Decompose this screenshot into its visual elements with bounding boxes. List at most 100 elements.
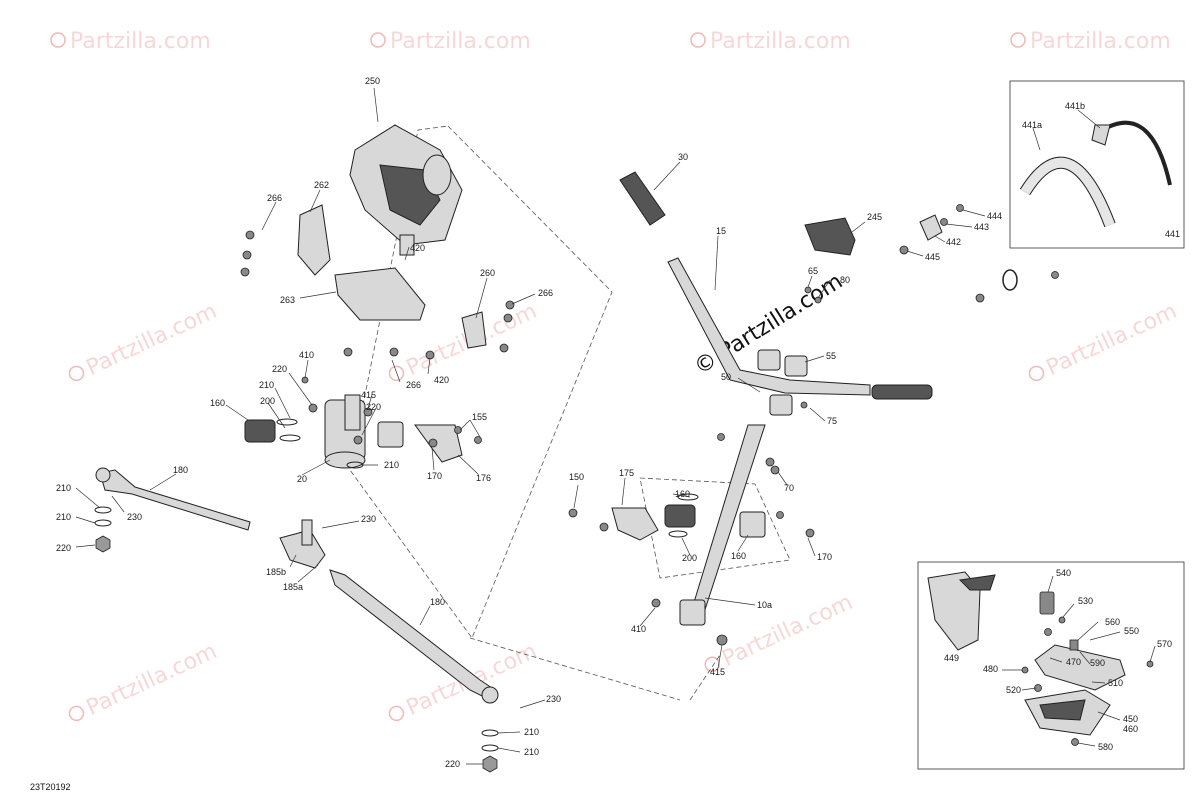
- watermark-logo: Partzilla.com: [50, 29, 211, 54]
- watermark-logo: Partzilla.com: [1010, 29, 1171, 54]
- bracket-175: [611, 507, 659, 541]
- handguard-450: [1024, 689, 1111, 736]
- callout-470: 470: [1066, 657, 1081, 667]
- watermark-logo: Partzilla.com: [690, 29, 851, 54]
- callout-65: 65: [808, 266, 818, 276]
- clip-ring: [1002, 269, 1018, 291]
- steering-post-10a: [679, 424, 766, 626]
- callout-180: 180: [173, 465, 188, 475]
- callout-30: 30: [678, 152, 688, 162]
- callout-220: 220: [366, 402, 381, 412]
- callout-10a: 10a: [757, 600, 772, 610]
- callout-441b: 441b: [1065, 101, 1085, 111]
- callout-266: 266: [406, 380, 421, 390]
- callout-180: 180: [430, 597, 445, 607]
- callout-230: 230: [546, 694, 561, 704]
- callout-210: 210: [524, 727, 539, 737]
- callout-530: 530: [1078, 596, 1093, 606]
- callout-560: 560: [1105, 617, 1120, 627]
- callout-580: 580: [1098, 742, 1113, 752]
- callout-266: 266: [538, 288, 553, 298]
- callout-263: 263: [280, 295, 295, 305]
- callout-210: 210: [56, 483, 71, 493]
- tie-rod-180-upper: [95, 467, 251, 531]
- grip-30: [619, 171, 666, 226]
- callout-220: 220: [272, 364, 287, 374]
- inset-box-handguard: [917, 561, 1185, 770]
- callout-262: 262: [314, 180, 329, 190]
- svg-text:Partzilla.com: Partzilla.com: [70, 29, 211, 54]
- callout-410: 410: [299, 350, 314, 360]
- washers-center: [668, 493, 699, 538]
- callout-210: 210: [384, 460, 399, 470]
- callout-420: 420: [410, 243, 425, 253]
- callout-590: 590: [1090, 658, 1105, 668]
- callout-510: 510: [1108, 678, 1123, 688]
- fasteners-left: [240, 230, 515, 448]
- svg-text:Partzilla.com: Partzilla.com: [83, 299, 221, 381]
- callout-70: 70: [784, 483, 794, 493]
- callout-200: 200: [260, 396, 275, 406]
- callout-450: 450: [1123, 714, 1138, 724]
- callout-550: 550: [1124, 626, 1139, 636]
- callout-labels: 250 262 266 420 260 266 263 410 266 420 …: [56, 76, 1180, 769]
- callout-185b: 185b: [266, 567, 286, 577]
- svg-text:Partzilla.com: Partzilla.com: [718, 590, 856, 672]
- callout-170: 170: [427, 471, 442, 481]
- callout-15: 15: [716, 226, 726, 236]
- bracket-assembly-dashed-outline: [639, 477, 791, 579]
- power-steering-unit: [349, 124, 463, 256]
- callout-444: 444: [987, 211, 1002, 221]
- callout-480: 480: [983, 664, 998, 674]
- callout-520: 520: [1006, 685, 1021, 695]
- dashed-guide-line: [469, 637, 681, 701]
- callout-160: 160: [731, 551, 746, 561]
- watermark-logo: Partzilla.com: [68, 299, 221, 382]
- callout-230: 230: [127, 512, 142, 522]
- tie-rod-180-lower: [329, 569, 499, 704]
- bushing-160: [244, 419, 276, 443]
- svg-text:Partzilla.com: Partzilla.com: [710, 29, 851, 54]
- watermark-logo: Partzilla.com: [1028, 299, 1181, 382]
- callout-460: 460: [1123, 724, 1138, 734]
- callout-449: 449: [944, 653, 959, 663]
- bushing-block: [377, 421, 404, 448]
- callout-175: 175: [619, 468, 634, 478]
- diagram-reference-code: 23T20192: [30, 782, 71, 792]
- callout-185a: 185a: [283, 582, 303, 592]
- callout-220: 220: [56, 543, 71, 553]
- callout-420: 420: [434, 375, 449, 385]
- handlebar-15: [667, 257, 933, 400]
- callout-570: 570: [1157, 639, 1172, 649]
- callout-160: 160: [210, 398, 225, 408]
- callout-155: 155: [472, 412, 487, 422]
- callout-260: 260: [480, 268, 495, 278]
- callout-441a: 441a: [1022, 120, 1042, 130]
- callout-230: 230: [361, 514, 376, 524]
- switch-442: [919, 214, 943, 241]
- tie-rod-end-185: [279, 519, 326, 569]
- callout-210: 210: [259, 380, 274, 390]
- callout-415: 415: [361, 390, 376, 400]
- svg-text:Partzilla.com: Partzilla.com: [83, 639, 221, 721]
- throttle-housing-245: [804, 217, 856, 256]
- fasteners-top-right: [899, 204, 1059, 303]
- callout-200: 200: [682, 553, 697, 563]
- clamp-176: [414, 424, 463, 463]
- fasteners-center: [568, 286, 822, 646]
- mounting-bracket-262: [297, 204, 331, 276]
- callout-441: 441: [1165, 229, 1180, 239]
- callout-443: 443: [974, 222, 989, 232]
- callout-445: 445: [925, 252, 940, 262]
- callout-176: 176: [476, 473, 491, 483]
- callout-55: 55: [826, 351, 836, 361]
- watermark-grid: Partzilla.com Partzilla.com Partzilla.co…: [50, 29, 1181, 722]
- callout-210: 210: [524, 747, 539, 757]
- mounting-plate-260: [334, 267, 487, 349]
- inset-box-strap: [1009, 80, 1185, 249]
- leader-lines: [75, 87, 1156, 765]
- callout-210: 210: [56, 512, 71, 522]
- bushing-160-center: [664, 504, 766, 538]
- mount-bracket-510: [1034, 644, 1126, 691]
- strap-441a: [1019, 156, 1116, 228]
